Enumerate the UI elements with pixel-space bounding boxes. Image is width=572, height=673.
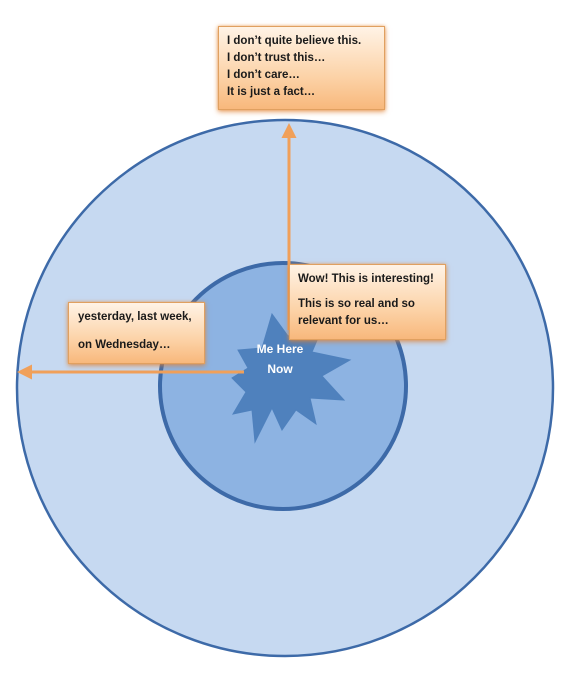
top-callout-line: I don’t care… — [227, 69, 300, 81]
center-label-me: Me — [256, 342, 274, 356]
center-label-here: Here — [276, 342, 304, 356]
right-callout-line: relevant for us… — [298, 315, 389, 327]
top-callout-line: It is just a fact… — [227, 86, 316, 98]
center-label-now: Now — [267, 362, 293, 376]
top-callout-line: I don’t trust this… — [227, 52, 326, 64]
right-callout-box: Wow! This is interesting! This is so rea… — [289, 264, 446, 340]
left-callout-line: yesterday, last week, — [78, 311, 192, 323]
center-label: Me Here Now — [246, 339, 314, 379]
right-callout-heading: Wow! This is interesting! — [298, 273, 434, 285]
top-callout-line: I don’t quite believe this. — [227, 35, 362, 47]
left-callout-line: on Wednesday… — [78, 339, 171, 351]
top-callout-box: I don’t quite believe this. I don’t trus… — [218, 26, 385, 110]
right-callout-line: This is so real and so — [298, 298, 415, 310]
left-callout-box: yesterday, last week, on Wednesday… — [68, 302, 205, 364]
